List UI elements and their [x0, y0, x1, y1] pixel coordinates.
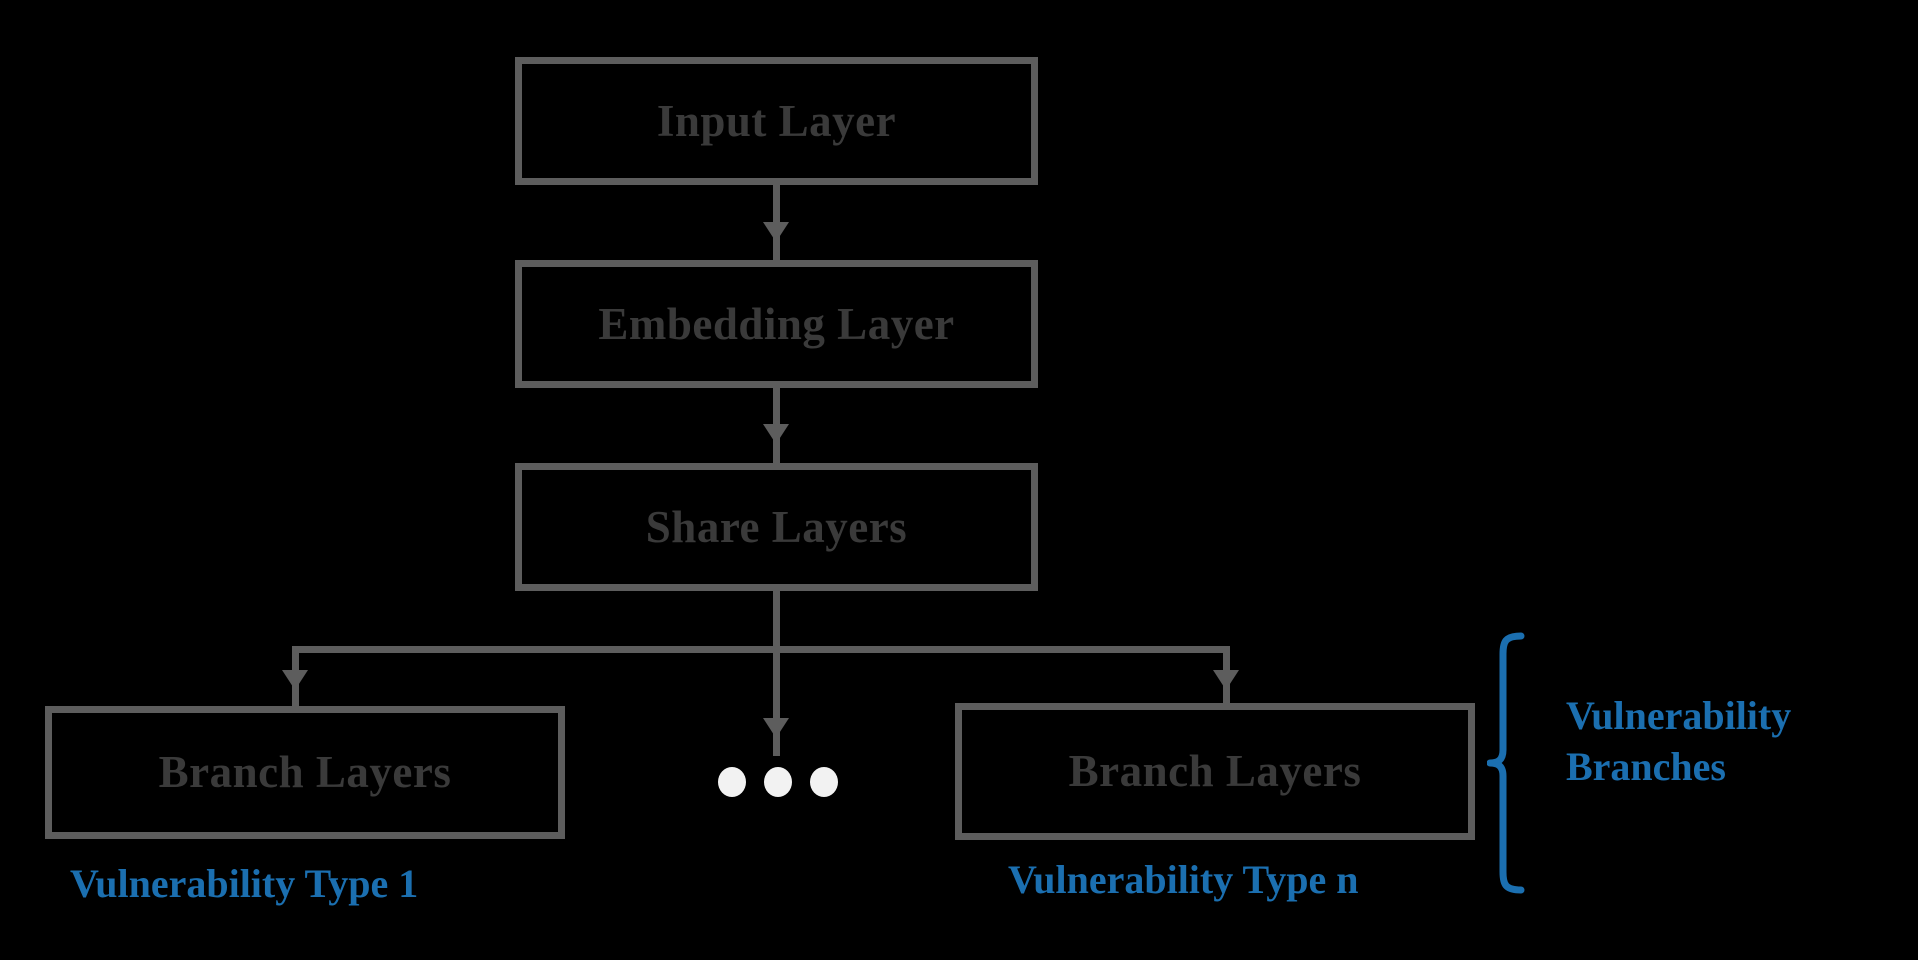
node-input-layer: Input Layer — [515, 57, 1038, 185]
node-share-layers-label: Share Layers — [645, 501, 908, 552]
arrow-down-icon-input-embedding — [763, 222, 789, 242]
label-vulnerability-type-last: Vulnerability Type n — [1008, 857, 1359, 902]
arrow-down-icon-ellipsis — [763, 718, 789, 738]
node-branch-layers-first: Branch Layers — [45, 706, 565, 839]
node-branch-layers-first-label: Branch Layers — [158, 747, 452, 797]
node-embedding-layer-label: Embedding Layer — [598, 298, 955, 349]
label-vulnerability-branches: Vulnerability Branches — [1566, 690, 1791, 792]
ellipsis-dot — [764, 767, 792, 797]
label-vulnerability-branches-line1: Vulnerability — [1566, 693, 1792, 738]
label-vulnerability-type-first: Vulnerability Type 1 — [70, 861, 419, 906]
edge-share-to-bus — [773, 591, 780, 652]
node-branch-layers-last-label: Branch Layers — [1068, 746, 1362, 796]
label-vulnerability-branches-line2: Branches — [1566, 744, 1726, 790]
ellipsis-dot — [810, 767, 838, 797]
node-input-layer-label: Input Layer — [656, 95, 897, 146]
curly-brace-icon — [1487, 632, 1525, 894]
ellipsis-dots — [718, 765, 838, 799]
arrow-down-icon-branch-first — [282, 670, 308, 690]
node-branch-layers-last: Branch Layers — [955, 703, 1475, 840]
edge-branch-distributor-bus — [292, 646, 1230, 653]
arrow-down-icon-embedding-share — [763, 424, 789, 444]
node-share-layers: Share Layers — [515, 463, 1038, 591]
ellipsis-dot — [718, 767, 746, 797]
edge-bus-to-ellipsis — [773, 646, 780, 756]
node-embedding-layer: Embedding Layer — [515, 260, 1038, 388]
arrow-down-icon-branch-last — [1213, 670, 1239, 690]
